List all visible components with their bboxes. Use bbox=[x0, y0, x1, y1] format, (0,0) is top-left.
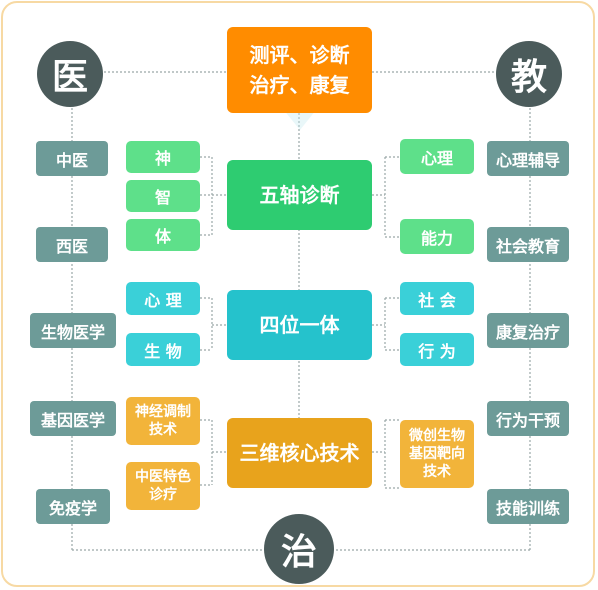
right-item-social-education: 社会教育 bbox=[487, 227, 569, 262]
four-in-one-behavior: 行 为 bbox=[400, 333, 474, 366]
five-axis-psychology: 心理 bbox=[400, 139, 474, 174]
tcm-therapy-line1: 中医特色 bbox=[135, 469, 191, 485]
core-tech-box: 三维核心技术 bbox=[227, 418, 372, 488]
left-item-tcm: 中医 bbox=[36, 141, 108, 176]
medicine-circle: 医 bbox=[37, 41, 103, 107]
assessment-line1: 测评、诊断 bbox=[249, 43, 350, 67]
four-in-one-box: 四位一体 bbox=[227, 290, 372, 360]
neuromodulation-line1: 神经调制 bbox=[135, 404, 191, 420]
five-axis-box: 五轴诊断 bbox=[227, 160, 372, 230]
right-item-skill-training: 技能训练 bbox=[487, 489, 569, 524]
treatment-circle-label: 治 bbox=[280, 531, 317, 573]
gene-targeting-line2: 基因靶向 bbox=[409, 446, 465, 462]
five-axis-ability: 能力 bbox=[400, 219, 474, 254]
gene-targeting-line1: 微创生物 bbox=[409, 428, 465, 444]
left-item-immunology: 免疫学 bbox=[36, 489, 110, 524]
right-item-rehab-therapy: 康复治疗 bbox=[487, 313, 569, 348]
right-item-behavior-intervention: 行为干预 bbox=[487, 401, 569, 436]
treatment-circle: 治 bbox=[264, 514, 334, 584]
right-item-counseling: 心理辅导 bbox=[487, 141, 569, 176]
assessment-line2: 治疗、康复 bbox=[249, 73, 350, 97]
gene-targeting-line3: 技术 bbox=[423, 464, 451, 480]
neuromodulation-line2: 技术 bbox=[149, 422, 177, 438]
core-tech-gene-targeting: 微创生物 基因靶向 技术 bbox=[400, 420, 474, 488]
education-circle-label: 教 bbox=[510, 56, 547, 98]
medicine-circle-label: 医 bbox=[51, 56, 88, 98]
five-axis-body: 体 bbox=[126, 219, 200, 251]
five-axis-spirit: 神 bbox=[126, 141, 200, 173]
tcm-therapy-line2: 诊疗 bbox=[149, 487, 177, 503]
four-in-one-biology: 生 物 bbox=[126, 333, 200, 366]
left-item-biomedicine: 生物医学 bbox=[30, 313, 116, 348]
core-tech-neuromodulation: 神经调制 技术 bbox=[126, 397, 200, 445]
assessment-box: 测评、诊断 治疗、康复 bbox=[227, 27, 372, 113]
left-item-genetic-medicine: 基因医学 bbox=[30, 401, 116, 436]
four-in-one-psychology: 心 理 bbox=[126, 282, 200, 315]
four-in-one-social: 社 会 bbox=[400, 282, 474, 315]
five-axis-intellect: 智 bbox=[126, 180, 200, 212]
left-item-western: 西医 bbox=[36, 227, 108, 262]
core-tech-tcm-therapy: 中医特色 诊疗 bbox=[126, 462, 200, 510]
education-circle: 教 bbox=[496, 41, 562, 107]
